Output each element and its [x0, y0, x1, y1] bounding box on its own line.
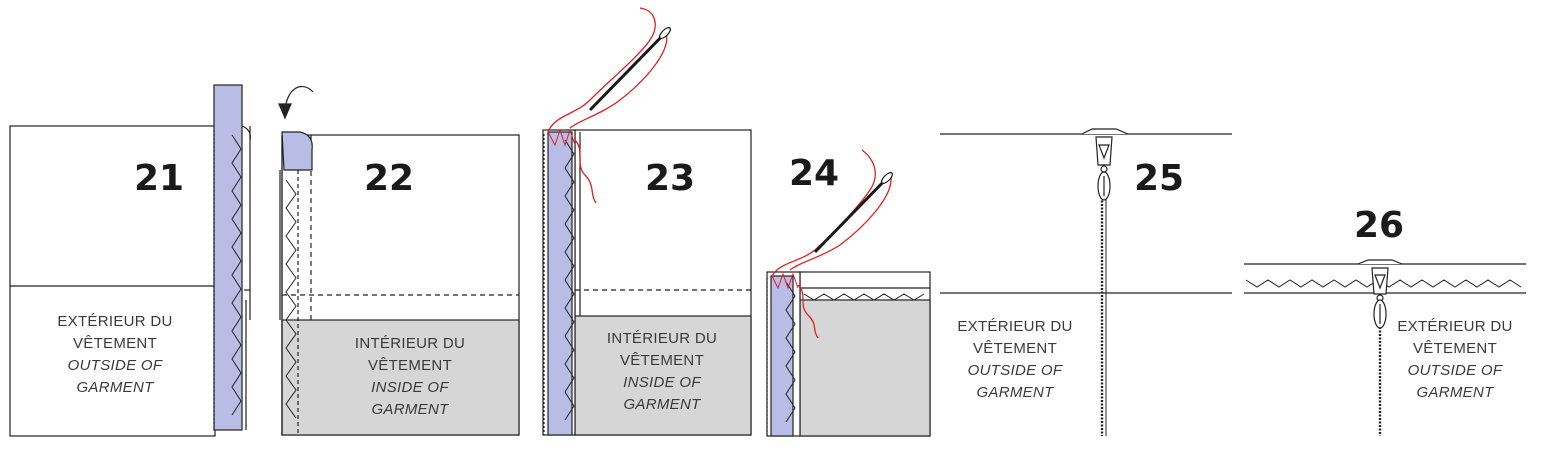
step-21-label: EXTÉRIEUR DU VÊTEMENT OUTSIDE OF GARMENT	[40, 311, 190, 399]
step-22-label-fr: INTÉRIEUR DU VÊTEMENT	[354, 335, 466, 374]
step-23-label-en: INSIDE OF GARMENT	[623, 374, 701, 413]
step-23-label: INTÉRIEUR DU VÊTEMENT INSIDE OF GARMENT	[587, 328, 737, 416]
step-number-22: 22	[364, 158, 415, 199]
step-22-label-en: INSIDE OF GARMENT	[371, 379, 449, 418]
step-23-label-fr: INTÉRIEUR DU VÊTEMENT	[606, 330, 718, 369]
step-25-label-fr: EXTÉRIEUR DU VÊTEMENT	[957, 318, 1073, 357]
step-25-label-en: OUTSIDE OF GARMENT	[967, 362, 1063, 401]
step-number-24: 24	[789, 153, 840, 194]
step-number-21: 21	[134, 158, 185, 199]
step-21-figure	[9, 84, 251, 437]
step-24-figure	[766, 149, 931, 437]
step-number-23: 23	[645, 158, 696, 199]
step-number-26: 26	[1354, 205, 1405, 246]
step-23-figure	[542, 7, 752, 436]
step-22-label: INTÉRIEUR DU VÊTEMENT INSIDE OF GARMENT	[335, 333, 485, 421]
step-26-label-en: OUTSIDE OF GARMENT	[1407, 362, 1503, 401]
step-number-25: 25	[1134, 158, 1185, 199]
step-21-label-fr: EXTÉRIEUR DU VÊTEMENT	[57, 313, 173, 352]
step-26-figure	[1244, 259, 1526, 436]
step-25-figure	[940, 128, 1232, 436]
step-26-label-fr: EXTÉRIEUR DU VÊTEMENT	[1397, 318, 1513, 357]
step-25-label: EXTÉRIEUR DU VÊTEMENT OUTSIDE OF GARMENT	[940, 316, 1090, 404]
step-21-label-en: OUTSIDE OF GARMENT	[67, 357, 163, 396]
step-26-label: EXTÉRIEUR DU VÊTEMENT OUTSIDE OF GARMENT	[1395, 316, 1515, 404]
step-22-figure	[278, 86, 520, 436]
